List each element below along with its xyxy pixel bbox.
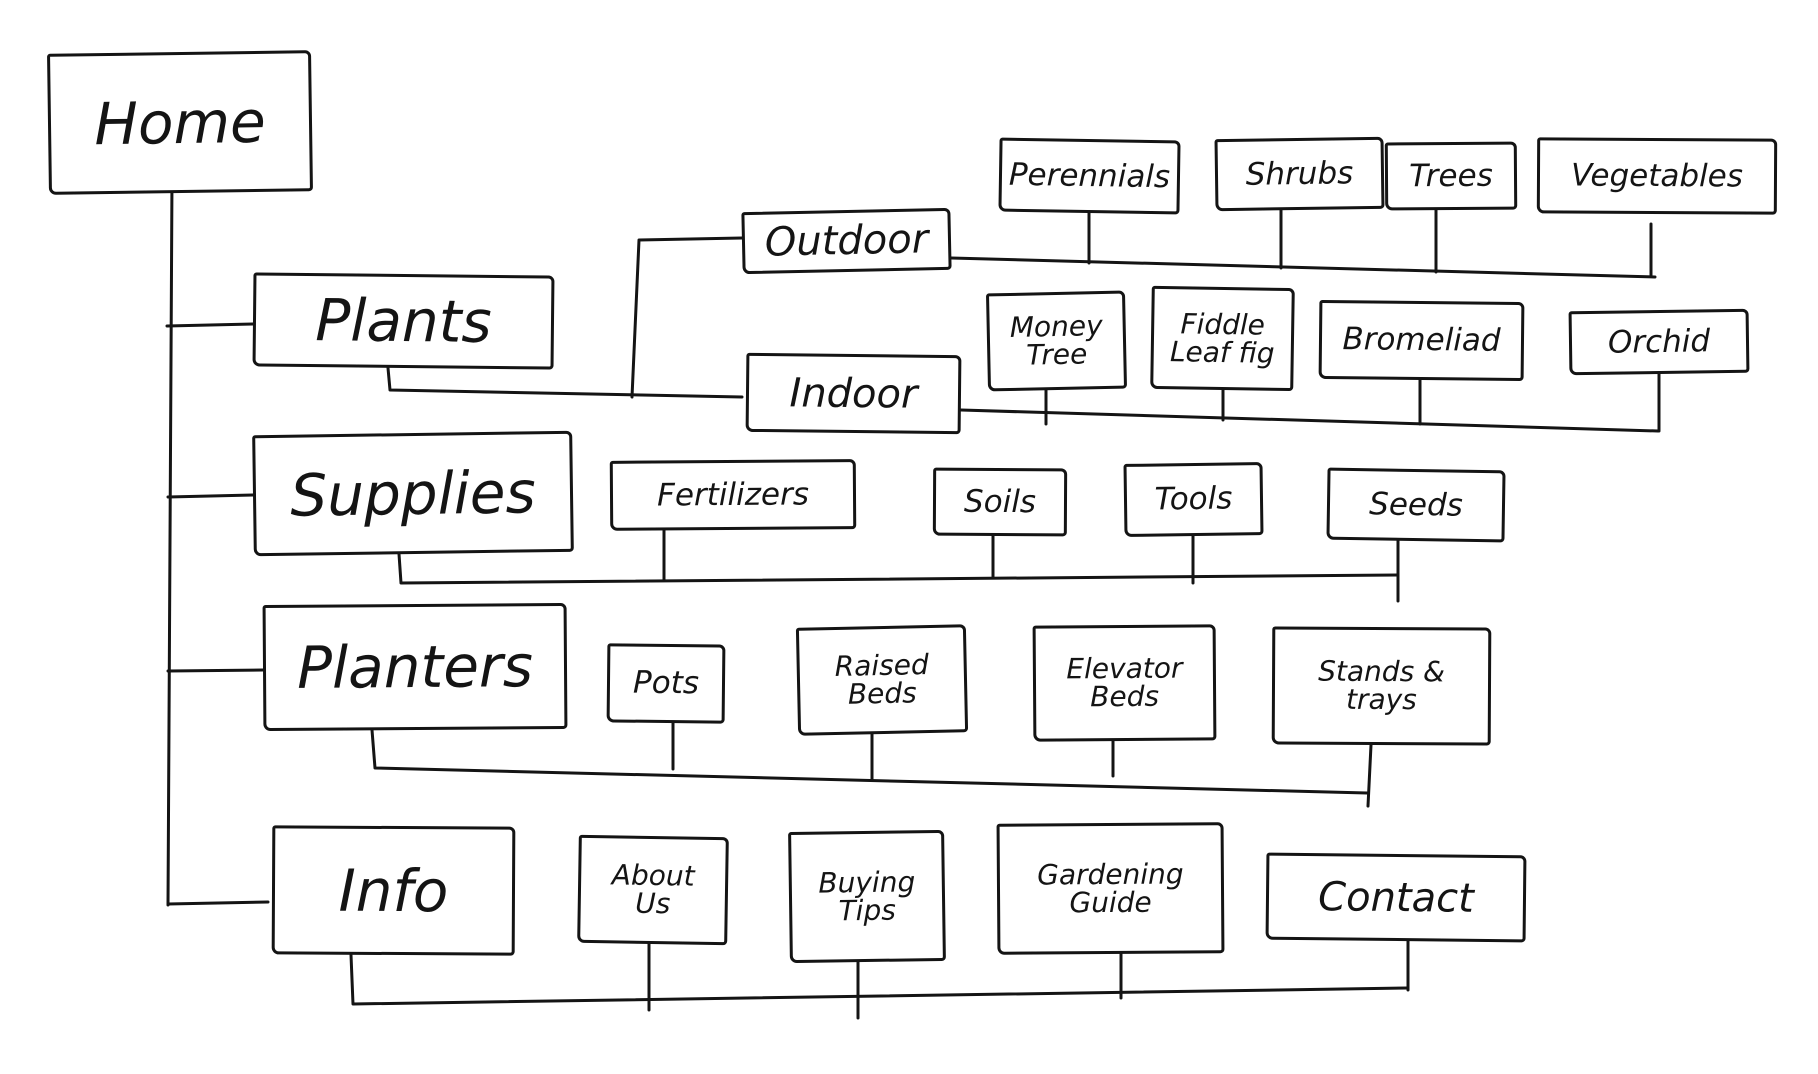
node-elevator-beds: Elevator Beds [1032, 624, 1217, 742]
supplies-bus [397, 552, 1400, 585]
planters-bus [370, 728, 1369, 795]
node-vegetables: Vegetables [1536, 137, 1778, 215]
indoor-bus [959, 408, 1660, 433]
node-trees: Trees [1384, 141, 1518, 211]
node-home: Home [47, 50, 313, 195]
node-supplies: Supplies [252, 430, 574, 557]
home-trunk-line [166, 176, 174, 907]
node-tools: Tools [1123, 462, 1264, 537]
node-seeds: Seeds [1326, 467, 1506, 543]
node-gardening-guide: Gardening Guide [996, 822, 1225, 955]
branch-planters [166, 668, 265, 673]
branch-info [166, 900, 270, 906]
node-perennials: Perennials [998, 137, 1181, 215]
node-orchid: Orchid [1568, 308, 1750, 376]
info-bus [349, 953, 1410, 1006]
node-fertilizers: Fertilizers [609, 459, 857, 531]
node-stands-trays: Stands & trays [1271, 626, 1492, 746]
node-bromeliad: Bromeliad [1318, 299, 1525, 382]
node-outdoor: Outdoor [741, 207, 952, 275]
node-shrubs: Shrubs [1214, 136, 1385, 212]
node-planters: Planters [262, 602, 568, 732]
node-fiddle-leaf-fig: Fiddle Leaf fig [1150, 285, 1295, 392]
node-info: Info [271, 825, 516, 956]
outdoor-bus [949, 256, 1657, 279]
node-soils: Soils [932, 467, 1068, 537]
node-raised-beds: Raised Beds [795, 624, 969, 736]
node-about-us: About Us [577, 834, 729, 946]
branch-plants [165, 322, 255, 328]
node-indoor: Indoor [745, 352, 962, 435]
drop-stands-trays [1366, 743, 1373, 808]
plants-to-subgroups-line [386, 366, 744, 399]
node-money-tree: Money Tree [985, 290, 1128, 392]
node-pots: Pots [606, 643, 726, 724]
node-contact: Contact [1265, 852, 1527, 943]
node-plants: Plants [252, 272, 555, 370]
subgroup-trunk [630, 236, 744, 399]
node-buying-tips: Buying Tips [788, 829, 946, 964]
branch-supplies [166, 493, 255, 499]
